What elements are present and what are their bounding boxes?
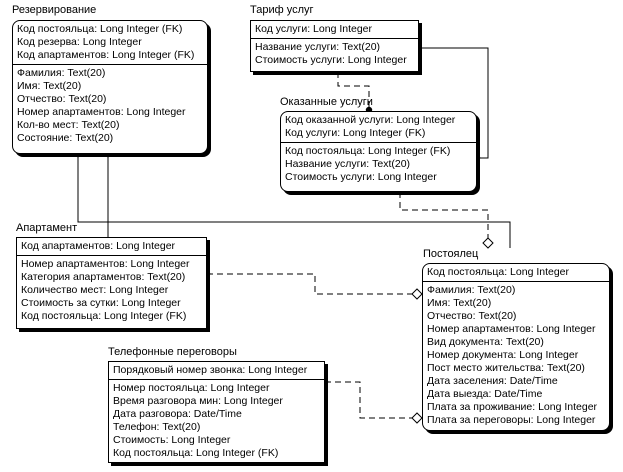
rel-diamond — [411, 288, 423, 300]
key-attribute: Код оказанной услуги: Long Integer — [285, 114, 456, 126]
attribute-section: Фамилия: Text(20) Имя: Text(20) Отчество… — [423, 282, 609, 429]
attribute: Имя: Text(20) — [427, 297, 492, 309]
key-section: Код услуги: Long Integer — [251, 21, 418, 39]
entity-okazannye[interactable]: Код оказанной услуги: Long Integer Код у… — [280, 111, 477, 192]
rel-diamond — [411, 412, 423, 424]
rel-tarif-okazannye-right — [419, 47, 489, 159]
attribute: Дата заселения: Date/Time — [427, 375, 558, 387]
attribute: Плата за переговоры: Long Integer — [427, 414, 596, 426]
entity-telefonnye[interactable]: Порядковый номер звонка: Long Integer Но… — [108, 361, 325, 463]
key-section: Порядковый номер звонка: Long Integer — [109, 362, 324, 380]
attribute: Пост место жительства: Text(20) — [427, 362, 585, 374]
attribute: Отчество: Text(20) — [17, 93, 107, 105]
entity-title-okazannye: Оказанные услуги — [280, 96, 373, 108]
key-attribute: Код постояльца: Long Integer (FK) — [17, 23, 183, 35]
rel-diamond — [482, 237, 494, 249]
attribute: Номер документа: Long Integer — [427, 349, 579, 361]
rel-okazannye-postoyalec — [399, 192, 489, 238]
key-section: Код постояльца: Long Integer (FK) Код ре… — [13, 21, 207, 65]
key-section: Код оказанной услуги: Long Integer Код у… — [281, 112, 476, 143]
key-section: Код апартаментов: Long Integer — [17, 238, 206, 256]
entity-apartament[interactable]: Код апартаментов: Long Integer Номер апа… — [16, 237, 207, 329]
attribute: Фамилия: Text(20) — [427, 284, 516, 296]
attribute: Время разговора мин: Long Integer — [113, 395, 283, 407]
attribute: Название услуги: Text(20) — [255, 41, 381, 53]
attribute-section: Номер апартаментов: Long Integer Категор… — [17, 256, 206, 325]
key-section: Код постояльца: Long Integer — [423, 264, 609, 282]
key-attribute: Код постояльца: Long Integer — [427, 266, 570, 278]
attribute: Стоимость: Long Integer — [113, 434, 231, 446]
key-attribute: Код апартаментов: Long Integer — [21, 240, 176, 252]
attribute: Стоимость услуги: Long Integer — [285, 171, 437, 183]
attribute: Категория апартаментов: Text(20) — [21, 271, 186, 283]
attribute-section: Номер постояльца: Long Integer Время раз… — [109, 380, 324, 462]
attribute: Код постояльца: Long Integer (FK) — [113, 447, 279, 459]
attribute-section: Код постояльца: Long Integer (FK) Назван… — [281, 143, 476, 186]
attribute: Дата разговора: Date/Time — [113, 408, 242, 420]
entity-tarif[interactable]: Код услуги: Long Integer Название услуги… — [250, 20, 419, 72]
rel-telefonnye-postoyalec — [325, 381, 412, 419]
entity-title-postoyalec: Постоялец — [423, 248, 479, 260]
attribute: Номер апартаментов: Long Integer — [427, 323, 596, 335]
entity-postoyalec[interactable]: Код постояльца: Long Integer Фамилия: Te… — [422, 263, 610, 431]
entity-title-apartament: Апартамент — [16, 222, 78, 234]
key-attribute: Код услуги: Long Integer — [255, 23, 373, 35]
rel-apartament-postoyalec — [207, 273, 412, 295]
attribute: Телефон: Text(20) — [113, 421, 201, 433]
entity-title-telefonnye: Телефонные переговоры — [108, 346, 237, 358]
entity-rezervirovanie[interactable]: Код постояльца: Long Integer (FK) Код ре… — [12, 20, 208, 154]
attribute: Отчество: Text(20) — [427, 310, 517, 322]
key-attribute: Код резерва: Long Integer — [17, 36, 142, 48]
attribute: Код постояльца: Long Integer (FK) — [285, 145, 451, 157]
key-attribute: Код услуги: Long Integer (FK) — [285, 127, 426, 139]
attribute: Кол-во мест: Text(20) — [17, 119, 120, 131]
attribute: Название услуги: Text(20) — [285, 158, 411, 170]
attribute: Код постояльца: Long Integer (FK) — [21, 310, 187, 322]
key-attribute: Код апартаментов: Long Integer (FK) — [17, 49, 195, 61]
attribute: Стоимость за сутки: Long Integer — [21, 297, 181, 309]
entity-title-tarif: Тариф услуг — [250, 4, 314, 16]
attribute: Вид документа: Text(20) — [427, 336, 544, 348]
attribute-section: Фамилия: Text(20) Имя: Text(20) Отчество… — [13, 65, 207, 147]
attribute: Имя: Text(20) — [17, 80, 82, 92]
attribute: Количество мест: Long Integer — [21, 284, 169, 296]
rel-postoyalec-rezervirovanie — [77, 154, 511, 248]
attribute-section: Название услуги: Text(20) Стоимость услу… — [251, 39, 418, 69]
entity-title-rezervirovanie: Резервирование — [12, 4, 97, 16]
attribute: Состояние: Text(20) — [17, 132, 114, 144]
attribute: Номер апартаментов: Long Integer — [21, 258, 190, 270]
attribute: Стоимость услуги: Long Integer — [255, 54, 407, 66]
attribute: Дата выезда: Date/Time — [427, 388, 543, 400]
attribute: Номер апартаментов: Long Integer — [17, 106, 186, 118]
attribute: Фамилия: Text(20) — [17, 67, 106, 79]
key-attribute: Порядковый номер звонка: Long Integer — [113, 364, 308, 376]
attribute: Плата за проживание: Long Integer — [427, 401, 598, 413]
attribute: Номер постояльца: Long Integer — [113, 382, 270, 394]
